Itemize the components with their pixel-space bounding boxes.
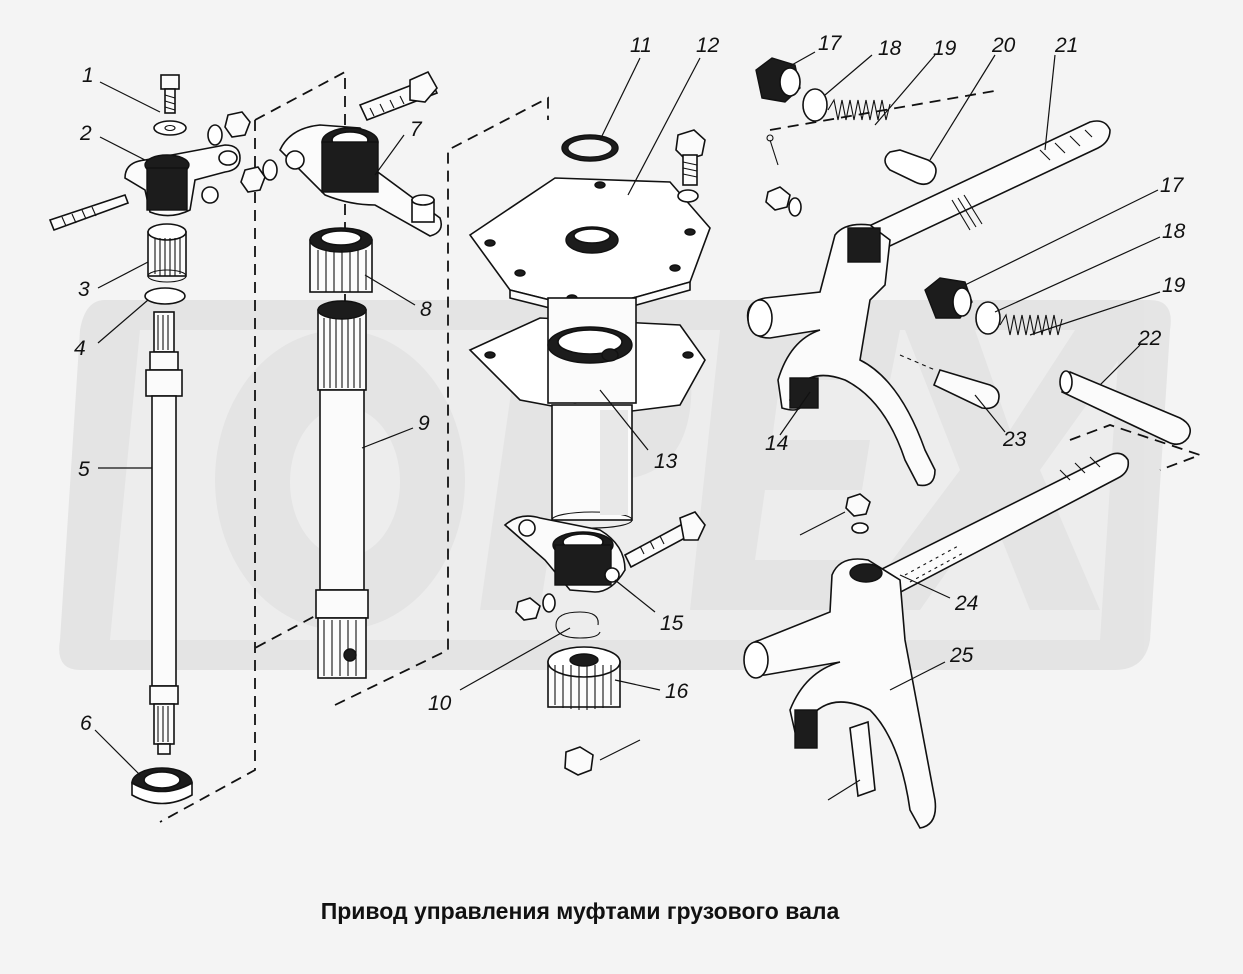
callout-17-top: 17 [818,32,843,55]
housing-part-13 [468,297,706,529]
callout-8: 8 [420,298,432,321]
callout-22: 22 [1137,327,1162,350]
callout-11: 11 [630,34,652,57]
callout-24: 24 [954,592,978,615]
washer-part-18-top [802,88,828,122]
callout-15: 15 [660,612,684,635]
cotter-pin-top [765,134,802,217]
callout-21: 21 [1054,34,1078,57]
lever-part-7 [279,70,443,237]
callout-20: 20 [991,34,1016,57]
leader-lines [94,51,1161,776]
callout-5: 5 [78,458,90,481]
callout-18-right: 18 [1162,220,1186,243]
callout-19-right: 19 [1162,274,1186,297]
tube-shaft-part-9 [315,300,369,679]
spring-part-19-top [827,98,891,121]
bolt-part-1 [153,74,187,136]
dashed-guide-right [769,89,1203,471]
diagram-caption: Привод управления муфтами грузового вала [320,898,840,924]
callout-14: 14 [765,432,788,455]
plug-part-17-right [924,277,973,319]
ring-part-6 [131,767,193,805]
callout-numbers: 1 2 3 4 5 6 7 8 9 10 11 12 13 14 15 16 1… [74,32,1186,735]
pin-part-20 [884,149,937,186]
spline-bushing-part-3 [147,223,187,283]
callout-17-right: 17 [1160,174,1185,197]
callout-6: 6 [80,712,92,735]
callout-9: 9 [418,412,430,435]
callout-1: 1 [82,64,94,87]
callout-18-top: 18 [878,37,902,60]
spline-bushing-part-8 [309,227,373,293]
callout-19-top: 19 [933,37,957,60]
callout-23: 23 [1002,428,1027,451]
spring-part-19-right [999,313,1063,336]
callout-2: 2 [79,122,92,145]
callout-10: 10 [428,692,452,715]
rail-part-24 [799,452,1130,597]
pin-part-23 [899,354,1000,410]
clamp-lever-part-2 [48,144,241,232]
shift-fork-part-25 [743,558,937,829]
plunger-part-22 [1059,370,1191,446]
shift-fork-part-14 [746,223,936,487]
callout-16: 16 [665,680,689,703]
plug-part-17-top [755,57,801,103]
circlip-part-10 [555,611,601,639]
flange-plate-part-12 [468,177,711,319]
rail-part-21 [848,120,1111,262]
o-ring-part-4 [144,287,186,305]
shaft-part-5 [145,311,183,755]
washer-part-18-right [975,301,1001,335]
callout-3: 3 [78,278,90,301]
nut-washer-left [207,111,278,193]
lever-part-15 [503,511,706,593]
nut-washer-part-15 [515,593,556,621]
callout-12: 12 [696,34,720,57]
callout-25: 25 [949,644,974,667]
callout-4: 4 [74,337,86,360]
o-ring-part-11 [561,134,619,162]
gear-part-16 [547,646,641,776]
callout-7: 7 [410,118,423,141]
callout-13: 13 [654,450,678,473]
bolt-above-plate [675,129,706,203]
